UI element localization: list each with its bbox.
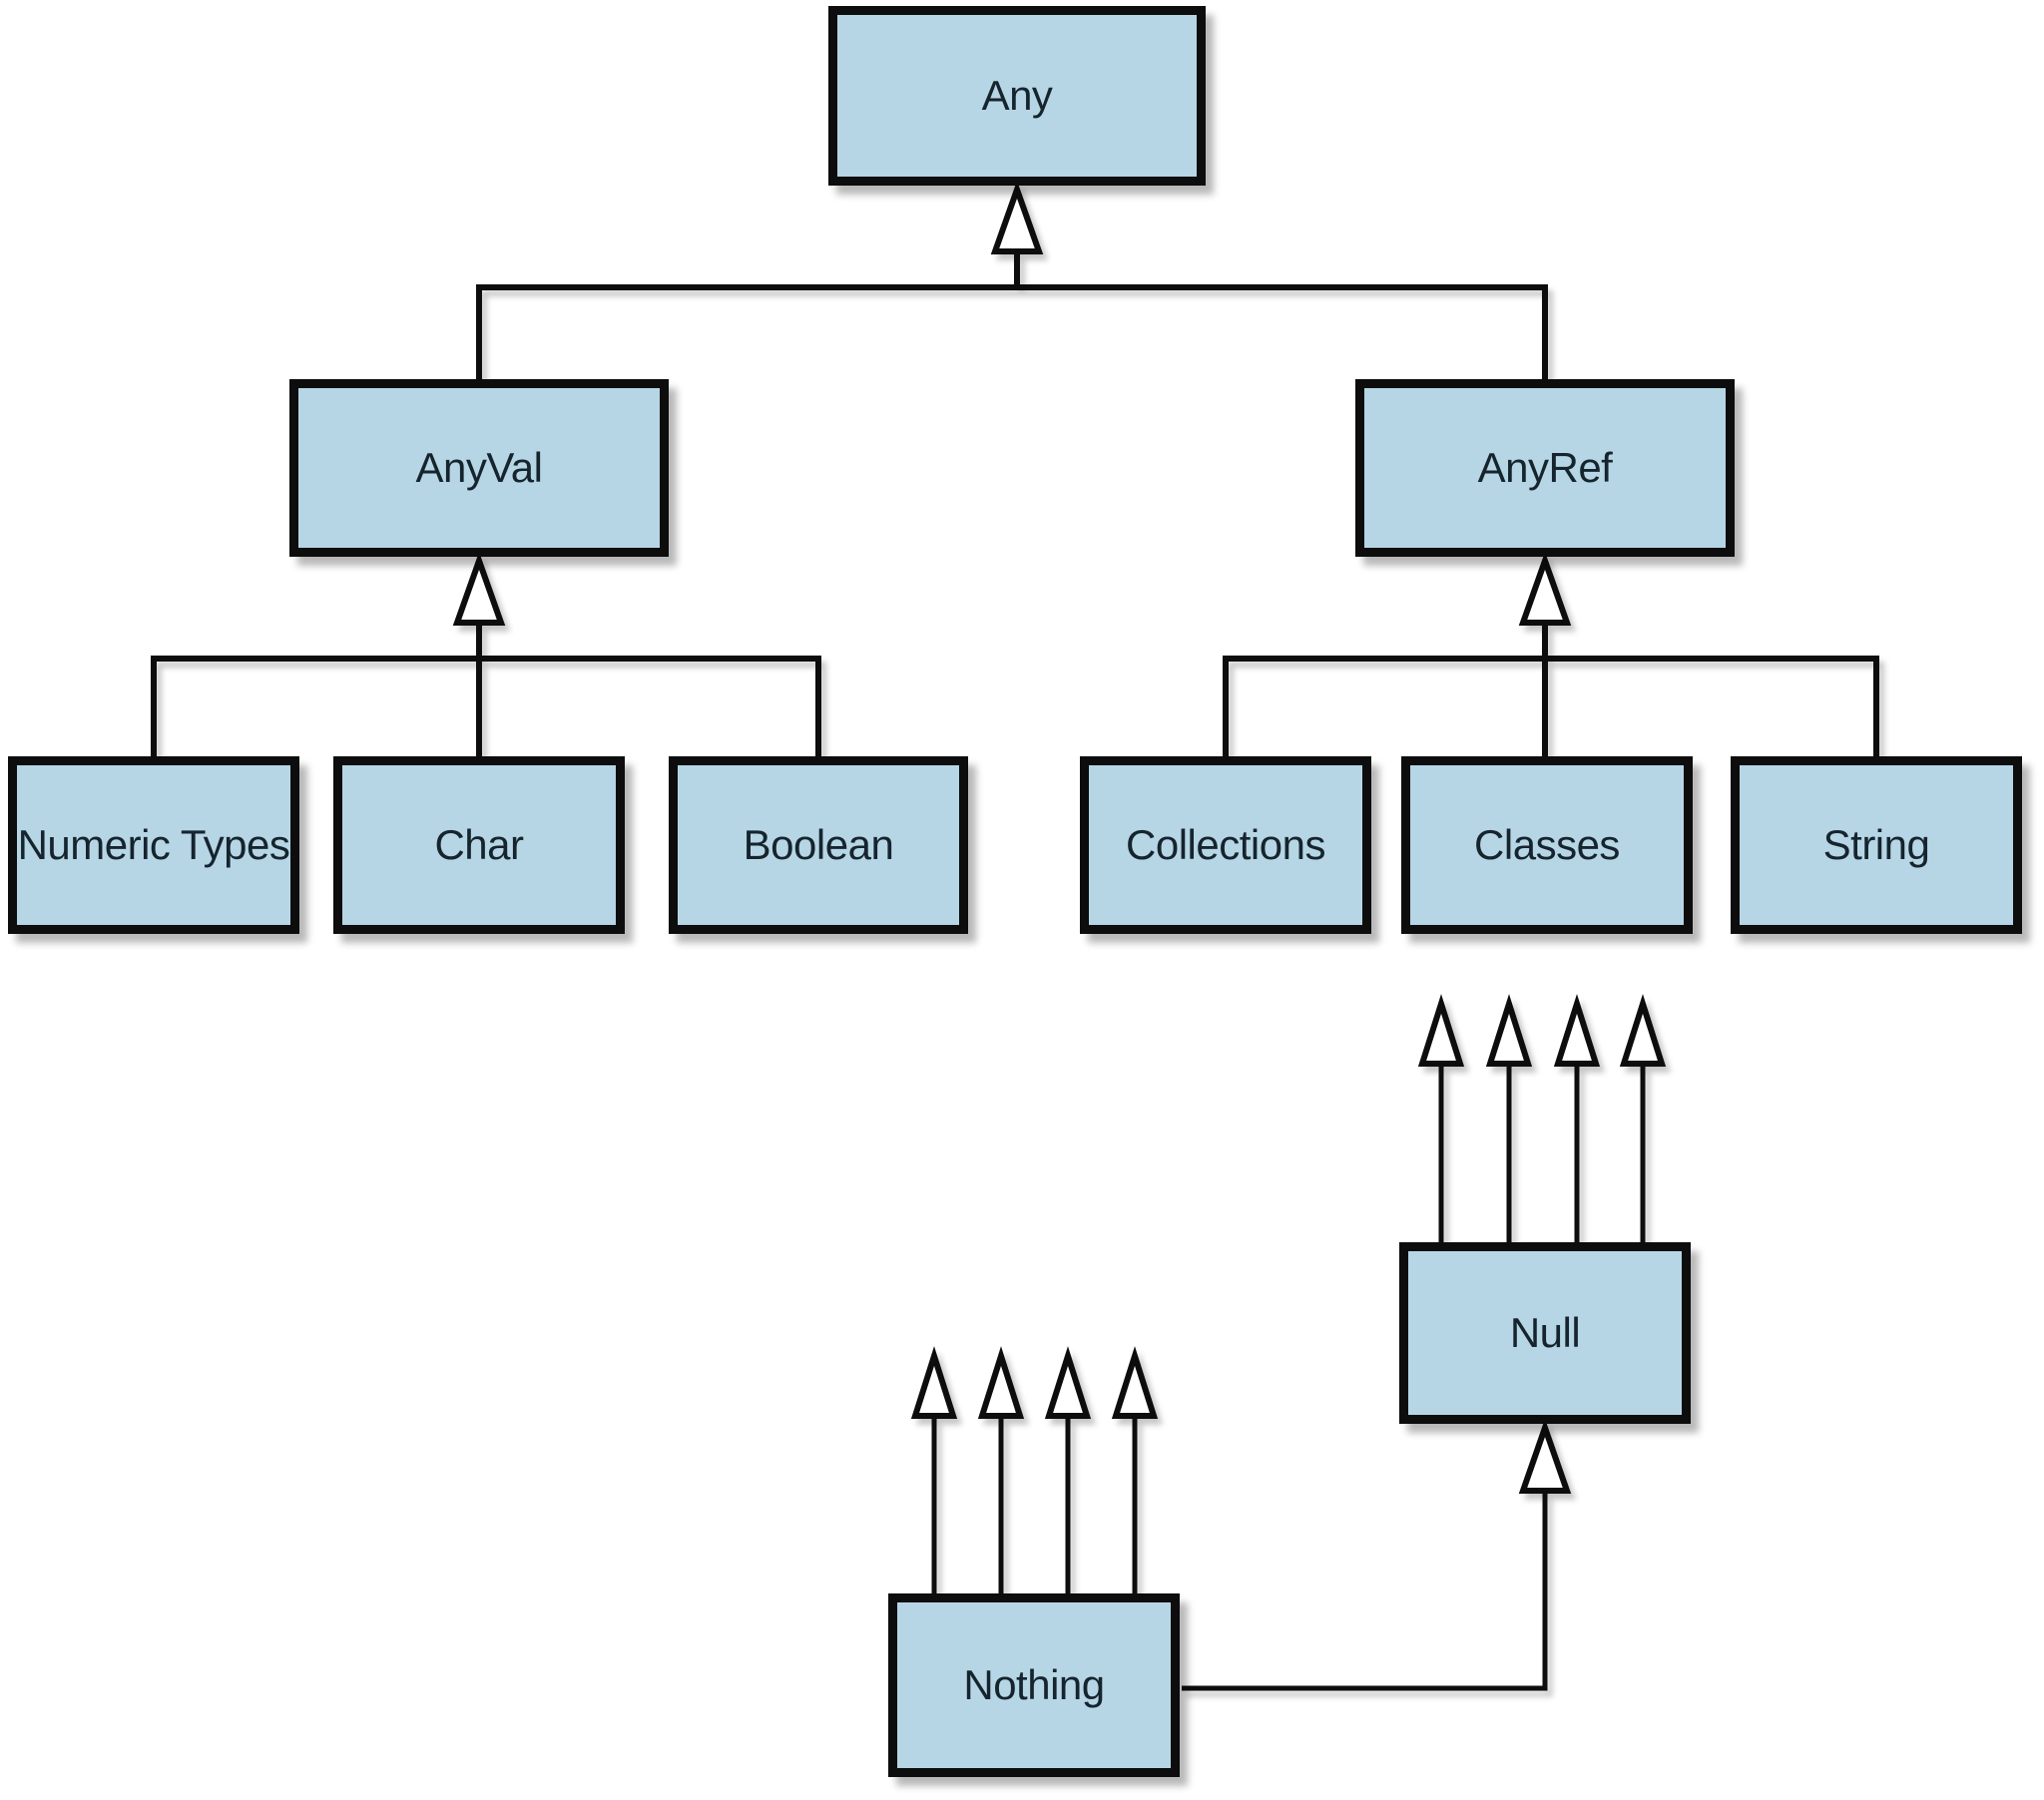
nothing-upward-arrows [910, 1346, 1159, 1595]
node-anyval: AnyVal [289, 379, 669, 557]
null-upward-arrows [1417, 994, 1667, 1244]
node-collections: Collections [1080, 756, 1371, 934]
edge-anyref-branch-bar [1223, 656, 1879, 758]
node-anyval-label: AnyVal [415, 444, 543, 491]
edge-nothing-to-null [1182, 1418, 1572, 1691]
up-arrow-head [1553, 994, 1601, 1067]
node-char-label: Char [434, 821, 524, 868]
up-arrow-head [977, 1346, 1025, 1419]
edge-children-to-anyref [1223, 552, 1879, 758]
node-null-label: Null [1509, 1309, 1581, 1356]
node-any: Any [828, 6, 1206, 186]
node-numeric-types-label: Numeric Types [17, 821, 290, 868]
node-nothing-label: Nothing [963, 1661, 1105, 1708]
up-arrow-head [1485, 994, 1533, 1067]
up-arrow-head [1111, 1346, 1159, 1419]
node-any-label: Any [981, 72, 1053, 119]
up-arrow-head [1044, 1346, 1092, 1419]
edge-anyval-branch-bar [151, 656, 821, 758]
node-nothing: Nothing [888, 1593, 1180, 1777]
node-null: Null [1399, 1242, 1691, 1424]
node-numeric-types: Numeric Types [8, 756, 299, 934]
up-arrow-head [910, 1346, 958, 1419]
edge-children-to-anyval [151, 552, 821, 758]
node-string: String [1731, 756, 2022, 934]
node-char: Char [333, 756, 625, 934]
up-arrow-head [1619, 994, 1667, 1067]
edge-any-branch-bar [476, 284, 1548, 381]
edge-nothing-null-elbow [1182, 1491, 1548, 1691]
hollow-triangle-arrowhead-null [1518, 1418, 1572, 1494]
node-anyref: AnyRef [1355, 379, 1735, 557]
hollow-triangle-arrowhead-any [990, 181, 1044, 254]
node-string-label: String [1822, 821, 1930, 868]
node-classes-label: Classes [1474, 821, 1620, 868]
node-collections-label: Collections [1126, 821, 1325, 868]
node-classes: Classes [1401, 756, 1693, 934]
up-arrow-head [1417, 994, 1465, 1067]
hollow-triangle-arrowhead-anyval [452, 552, 506, 626]
edge-children-to-any [476, 181, 1548, 381]
node-boolean: Boolean [669, 756, 968, 934]
node-anyref-label: AnyRef [1477, 444, 1613, 491]
node-boolean-label: Boolean [743, 821, 894, 868]
hollow-triangle-arrowhead-anyref [1518, 552, 1572, 626]
